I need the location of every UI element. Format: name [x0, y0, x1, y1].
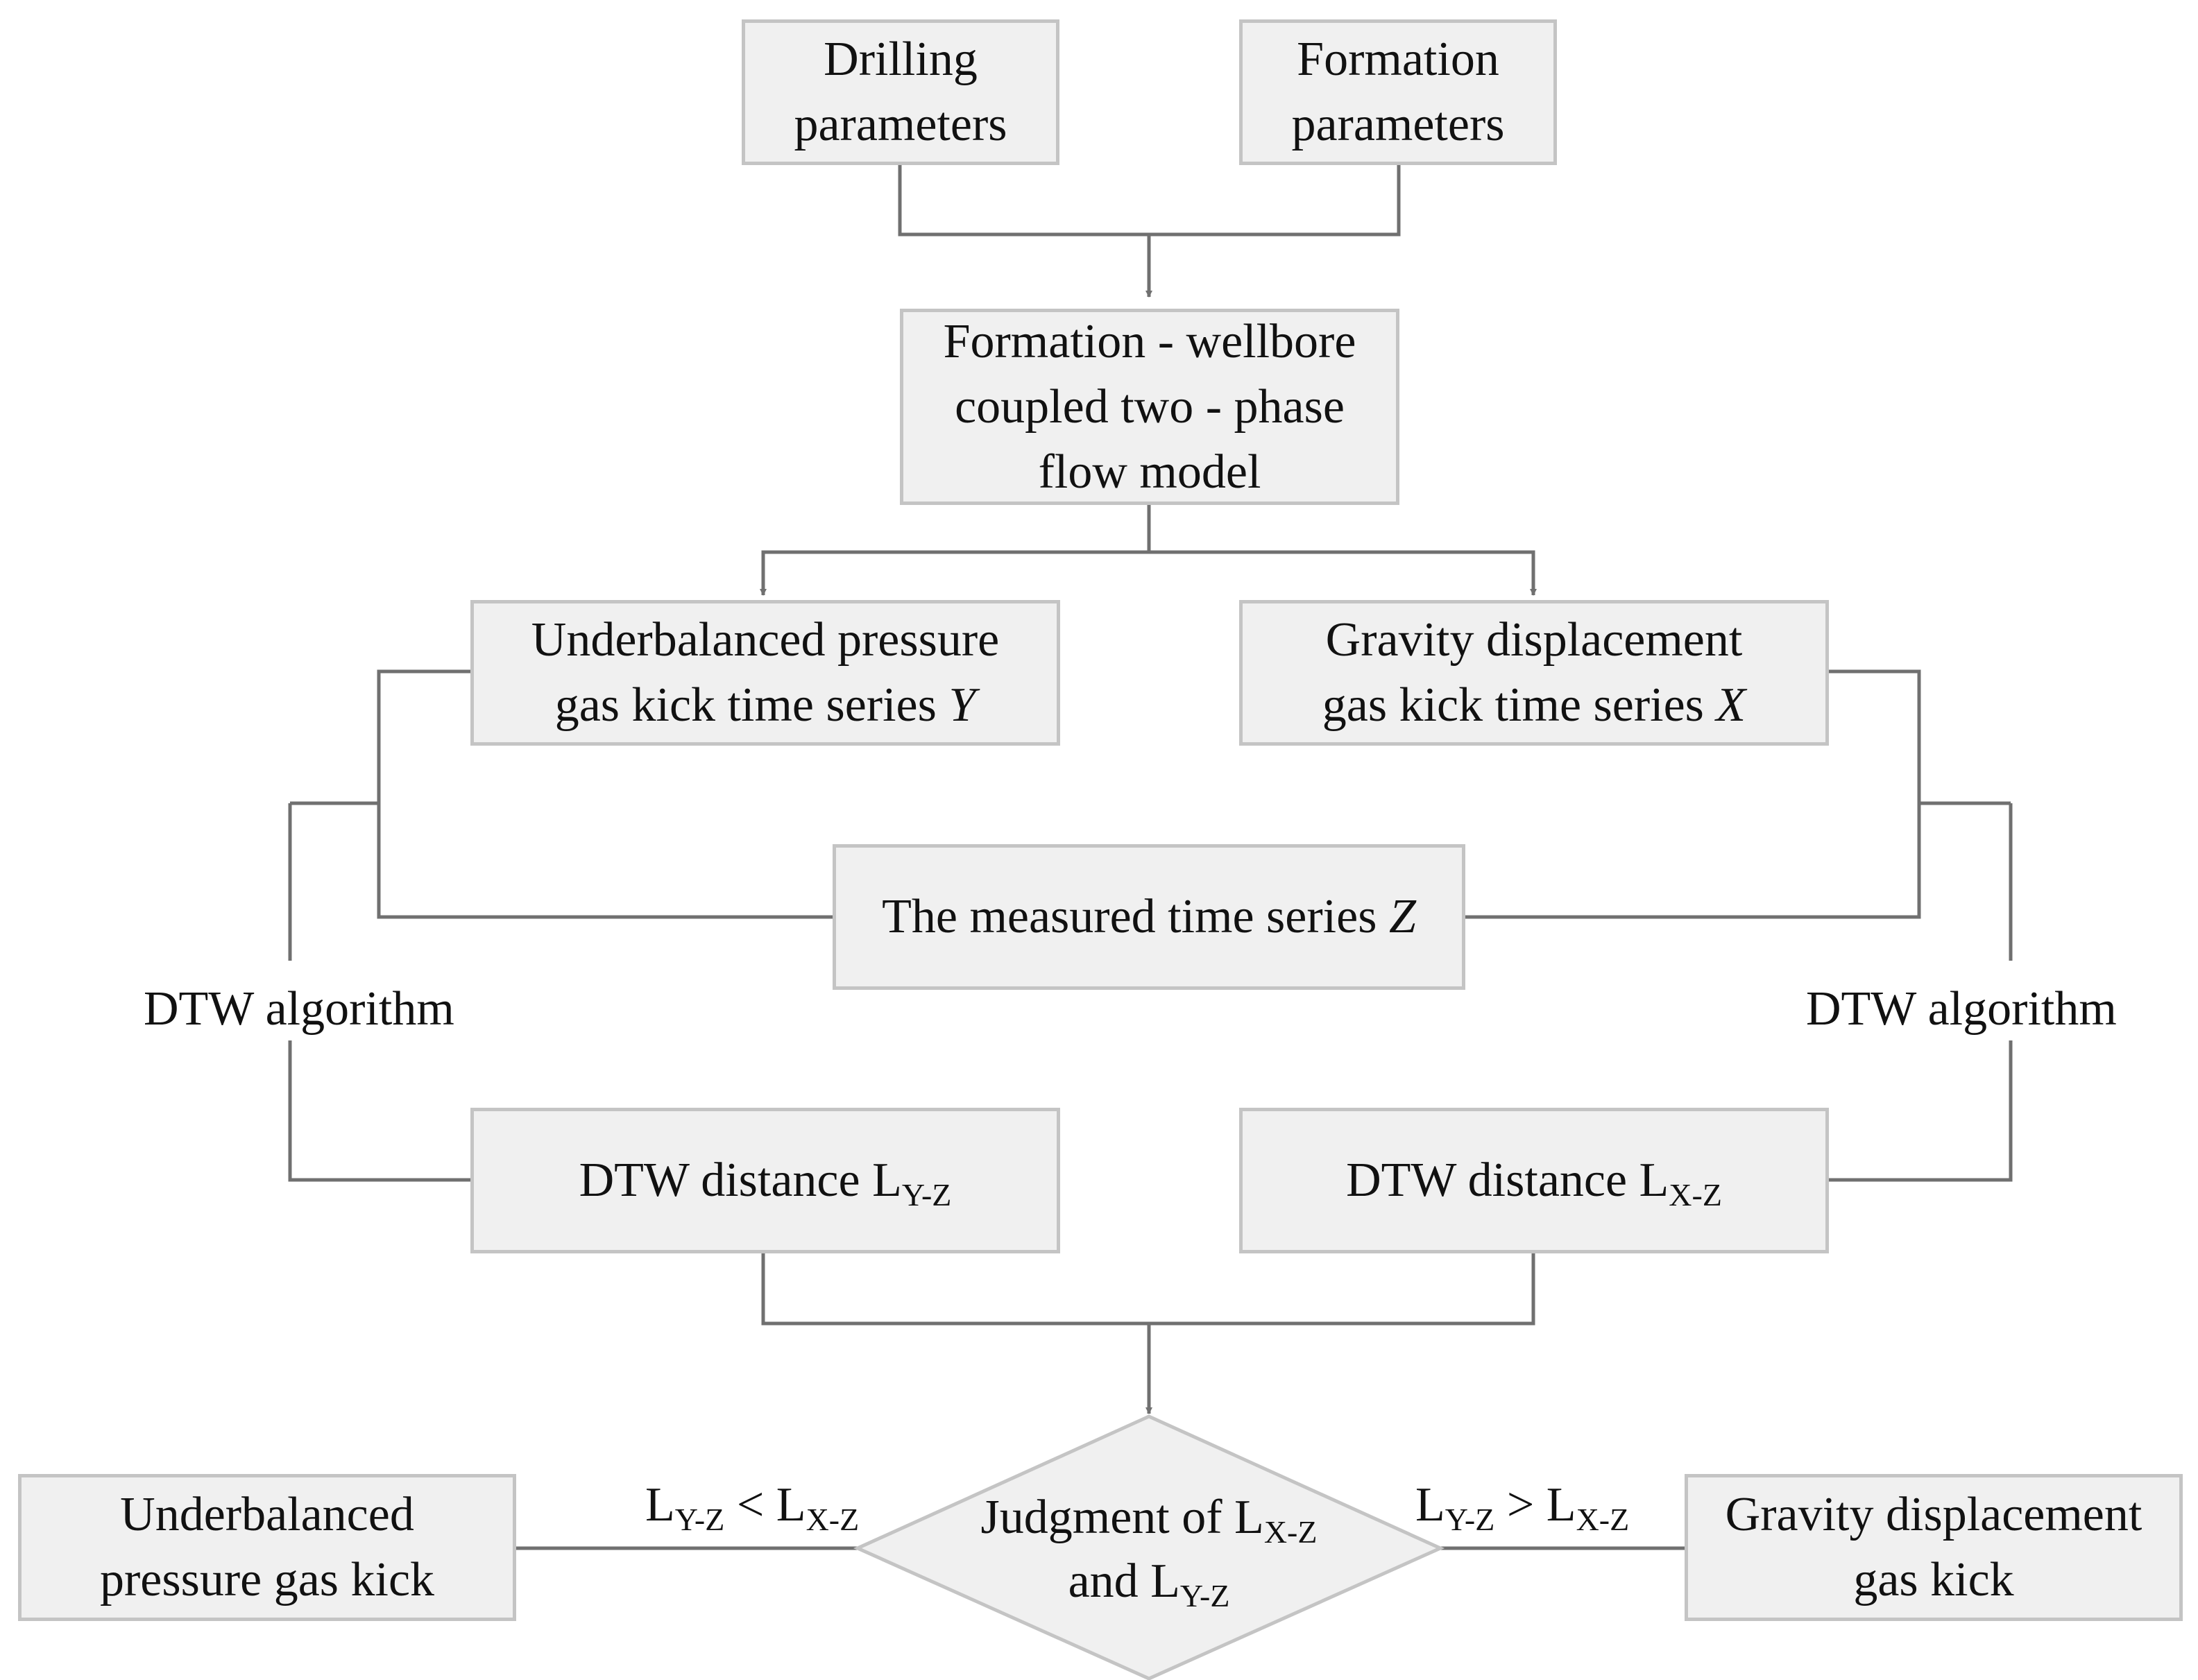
gravity-series-box: Gravity displacement gas kick time serie… [1239, 600, 1829, 746]
model-line1: Formation - wellbore [943, 314, 1356, 368]
model-line2: coupled two - phase [955, 379, 1345, 434]
dtw-distance-xz-box: DTW distance LX-Z [1239, 1108, 1829, 1253]
gravity-series-line2: gas kick time series X [1322, 678, 1746, 732]
gravity-series-line1: Gravity displacement [1325, 613, 1743, 667]
dtw-distance-yz-label: DTW distance LY-Z [579, 1154, 952, 1212]
result-underbalanced-box: Underbalanced pressure gas kick [18, 1474, 516, 1621]
result-gravity-box: Gravity displacement gas kick [1685, 1474, 2183, 1621]
formation-line1: Formation [1297, 33, 1499, 86]
underbalanced-series-line1: Underbalanced pressure [531, 613, 1000, 667]
result-right-line2: gas kick [1853, 1553, 2014, 1606]
dtw-algorithm-right: DTW algorithm [1806, 982, 2117, 1036]
condition-left: LY-Z < LX-Z [645, 1478, 860, 1537]
measured-series-box: The measured time series Z [833, 844, 1465, 990]
drilling-line2: parameters [794, 98, 1007, 151]
result-left-line1: Underbalanced [120, 1488, 414, 1541]
judgment-diamond [853, 1414, 1445, 1680]
measured-series-label: The measured time series Z [882, 890, 1416, 943]
flow-model-box: Formation - wellbore coupled two - phase… [900, 309, 1399, 505]
judgment-line1: Judgment of LX-Z [980, 1491, 1318, 1550]
dtw-algorithm-left: DTW algorithm [144, 982, 454, 1036]
dtw-distance-yz-box: DTW distance LY-Z [470, 1108, 1060, 1253]
judgment-line2: and LY-Z [1068, 1554, 1230, 1613]
drilling-parameters-box: Drilling parameters [742, 19, 1059, 165]
formation-line2: parameters [1291, 98, 1505, 151]
judgment-label: Judgment of LX-Z and LY-Z [941, 1486, 1357, 1613]
formation-parameters-box: Formation parameters [1239, 19, 1557, 165]
result-right-line1: Gravity displacement [1725, 1488, 2142, 1541]
model-line3: flow model [1038, 445, 1261, 499]
drilling-line1: Drilling [824, 33, 978, 86]
underbalanced-series-line2: gas kick time series Y [554, 678, 976, 732]
underbalanced-series-box: Underbalanced pressure gas kick time ser… [470, 600, 1060, 746]
condition-right: LY-Z > LX-Z [1415, 1478, 1630, 1537]
dtw-distance-xz-label: DTW distance LX-Z [1346, 1154, 1722, 1212]
result-left-line2: pressure gas kick [99, 1553, 435, 1606]
